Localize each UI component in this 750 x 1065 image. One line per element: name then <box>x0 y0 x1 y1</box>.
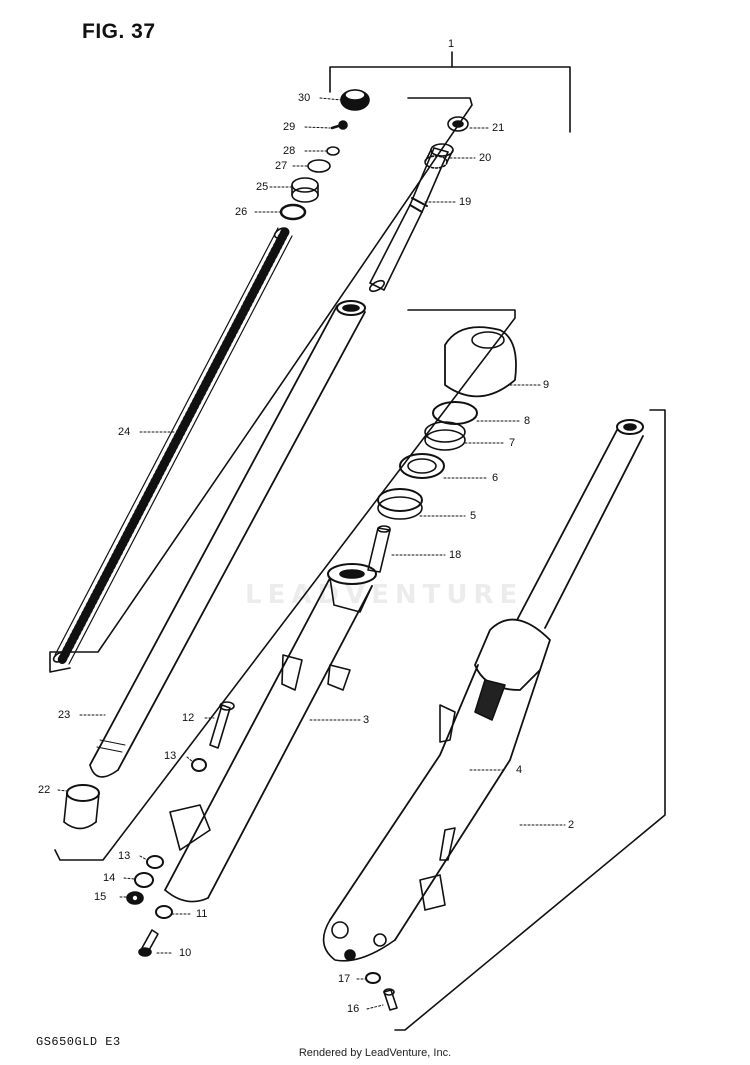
callout-16: 16 <box>347 1003 360 1015</box>
outer-tube-4 <box>322 618 551 962</box>
ring-7 <box>424 421 466 451</box>
valve-29 <box>330 120 348 130</box>
callout-21: 21 <box>492 122 505 134</box>
washer-17 <box>365 972 381 984</box>
callout-7: 7 <box>509 437 516 449</box>
bolt-16 <box>383 988 398 1011</box>
nut-15 <box>126 891 144 905</box>
callout-8: 8 <box>524 415 531 427</box>
callout-5: 5 <box>470 510 477 522</box>
callout-17: 17 <box>338 973 351 985</box>
cylinder-18 <box>367 525 391 573</box>
callout-3: 3 <box>363 714 370 726</box>
callout-25: 25 <box>256 181 269 193</box>
model-code: GS650GLD E3 <box>36 1035 121 1049</box>
washer-5 <box>377 488 423 520</box>
callout-6: 6 <box>492 472 499 484</box>
washer-13b <box>146 855 164 869</box>
bushing-22 <box>63 784 100 830</box>
callout-23: 23 <box>58 709 71 721</box>
washer-14 <box>134 872 154 888</box>
cap-30 <box>340 89 370 111</box>
leader-lines <box>57 97 566 1010</box>
fork-spring-24 <box>52 227 293 665</box>
callout-30: 30 <box>298 92 311 104</box>
callout-15: 15 <box>94 891 107 903</box>
washer-11 <box>155 905 173 919</box>
callout-19: 19 <box>459 196 472 208</box>
oil-seal-6 <box>399 453 445 479</box>
callout-1: 1 <box>448 38 455 50</box>
fork-assembly-outline-left-lower <box>54 309 516 861</box>
fork-assembly-outline-left <box>49 97 473 673</box>
callout-13-upper: 13 <box>164 750 177 762</box>
callout-13-lower: 13 <box>118 850 131 862</box>
washer-26 <box>279 203 307 221</box>
damper-rod-19 <box>368 147 449 293</box>
washer-13a <box>191 758 207 772</box>
fork-assembly-outline-right <box>394 409 666 1031</box>
o-ring-28 <box>326 146 340 156</box>
spacer-25 <box>291 177 319 203</box>
callout-2: 2 <box>568 819 575 831</box>
callout-18: 18 <box>449 549 462 561</box>
bolt-12 <box>209 701 235 749</box>
figure-title: FIG. 37 <box>82 20 156 43</box>
callout-29: 29 <box>283 121 296 133</box>
callout-10: 10 <box>179 947 192 959</box>
retaining-ring-8 <box>432 401 478 425</box>
callout-24: 24 <box>118 426 131 438</box>
callout-27: 27 <box>275 160 288 172</box>
watermark: LEADVENTURE <box>245 580 524 610</box>
callout-20: 20 <box>479 152 492 164</box>
callout-12: 12 <box>182 712 195 724</box>
callout-22: 22 <box>38 784 51 796</box>
callout-4: 4 <box>516 764 523 776</box>
rendered-by-footer: Rendered by LeadVenture, Inc. <box>298 1047 452 1059</box>
dust-seal-9 <box>444 326 517 398</box>
bolt-10 <box>138 929 159 957</box>
callout-9: 9 <box>543 379 550 391</box>
callout-11: 11 <box>196 908 208 920</box>
inner-tube-23 <box>89 300 366 778</box>
callout-26: 26 <box>235 206 248 218</box>
o-ring-27 <box>307 159 331 173</box>
outer-tube-3 <box>164 563 377 903</box>
assembly-bracket-1 <box>329 66 571 133</box>
fork-tube-right-2 <box>516 419 644 629</box>
callout-28: 28 <box>283 145 296 157</box>
callout-14: 14 <box>103 872 116 884</box>
piston-ring-20 <box>424 143 454 169</box>
spring-21 <box>447 116 469 132</box>
